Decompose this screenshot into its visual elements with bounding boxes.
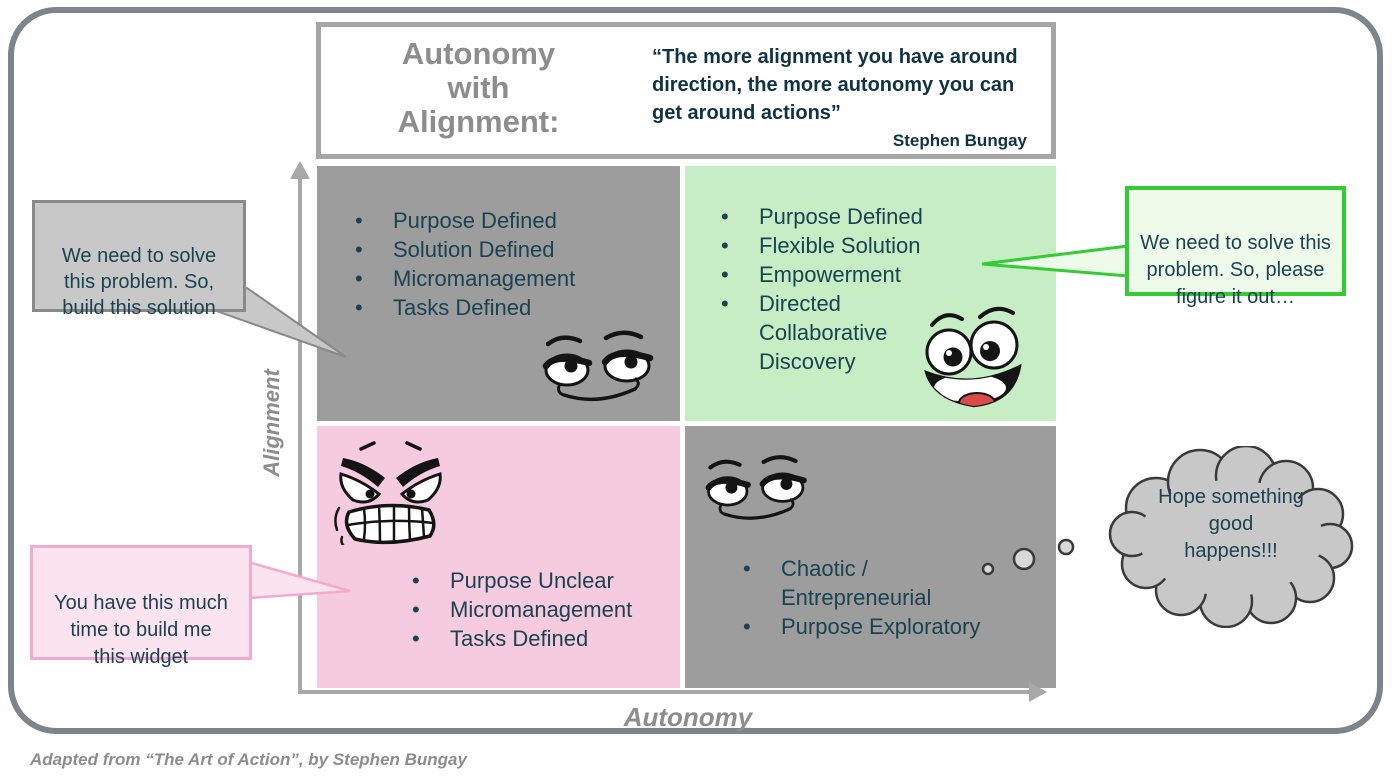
- callout-bottom-left-text: You have this much time to build me this…: [54, 592, 228, 668]
- quadrant-bottom-left-bullets: Purpose Unclear Micromanagement Tasks De…: [412, 566, 710, 653]
- quadrant-bottom-right: Chaotic / Entrepreneurial Purpose Explor…: [685, 426, 1056, 688]
- x-axis-label: Autonomy: [623, 702, 753, 732]
- title-box: Autonomy with Alignment: “The more align…: [316, 22, 1056, 159]
- bullet-item: Directed Collaborative Discovery: [721, 289, 964, 376]
- bullet-item: Purpose Exploratory: [743, 612, 1006, 641]
- quadrant-top-left-bullets: Purpose Defined Solution Defined Microma…: [355, 206, 663, 322]
- diagram-title: Autonomy with Alignment:: [397, 36, 560, 139]
- bullet-item: Tasks Defined: [412, 624, 710, 653]
- bullet-item: Empowerment: [721, 260, 964, 289]
- quadrant-top-right: Purpose Defined Flexible Solution Empowe…: [685, 166, 1056, 421]
- bullet-item: Micromanagement: [355, 264, 663, 293]
- angry-face-icon: [334, 441, 442, 545]
- callout-bottom-left: You have this much time to build me this…: [30, 545, 252, 668]
- bullet-item: Solution Defined: [355, 235, 663, 264]
- quote-attribution: Stephen Bungay: [892, 131, 1027, 150]
- bullet-item: Purpose Defined: [721, 202, 964, 231]
- quote-text: “The more alignment you have around dire…: [652, 46, 1018, 124]
- quadrant-bottom-left: Purpose Unclear Micromanagement Tasks De…: [317, 426, 680, 688]
- smirk-face-icon: [705, 455, 807, 520]
- source-attribution: Adapted from “The Art of Action”, by Ste…: [30, 750, 467, 769]
- cloud-shape-icon: [1108, 446, 1354, 628]
- thought-cloud: Hope something good happens!!!: [1108, 446, 1354, 628]
- bullet-item: Micromanagement: [412, 595, 710, 624]
- bullet-item: Purpose Defined: [355, 206, 663, 235]
- outer-frame: [8, 7, 1383, 734]
- bullet-item: Tasks Defined: [355, 293, 663, 322]
- quadrant-bottom-right-bullets: Chaotic / Entrepreneurial Purpose Explor…: [743, 554, 1006, 641]
- bullet-item: Flexible Solution: [721, 231, 964, 260]
- bullet-item: Purpose Unclear: [412, 566, 710, 595]
- quote-block: “The more alignment you have around dire…: [636, 27, 1051, 154]
- quadrant-top-left: Purpose Defined Solution Defined Microma…: [317, 166, 680, 421]
- y-axis-label: Alignment: [259, 369, 284, 477]
- bullet-item: Chaotic / Entrepreneurial: [743, 554, 1006, 612]
- smirk-face-icon: [542, 330, 654, 401]
- thought-cloud-text: Hope something good happens!!!: [1158, 486, 1304, 562]
- callout-top-right-text: We need to solve this problem. So, pleas…: [1140, 232, 1331, 308]
- quadrant-top-right-bullets: Purpose Defined Flexible Solution Empowe…: [721, 202, 964, 376]
- callout-top-right: We need to solve this problem. So, pleas…: [1125, 186, 1346, 308]
- callout-top-left: We need to solve this problem. So, build…: [32, 200, 246, 319]
- excited-face-icon: [924, 306, 1022, 408]
- callout-top-left-text: We need to solve this problem. So, build…: [61, 245, 217, 319]
